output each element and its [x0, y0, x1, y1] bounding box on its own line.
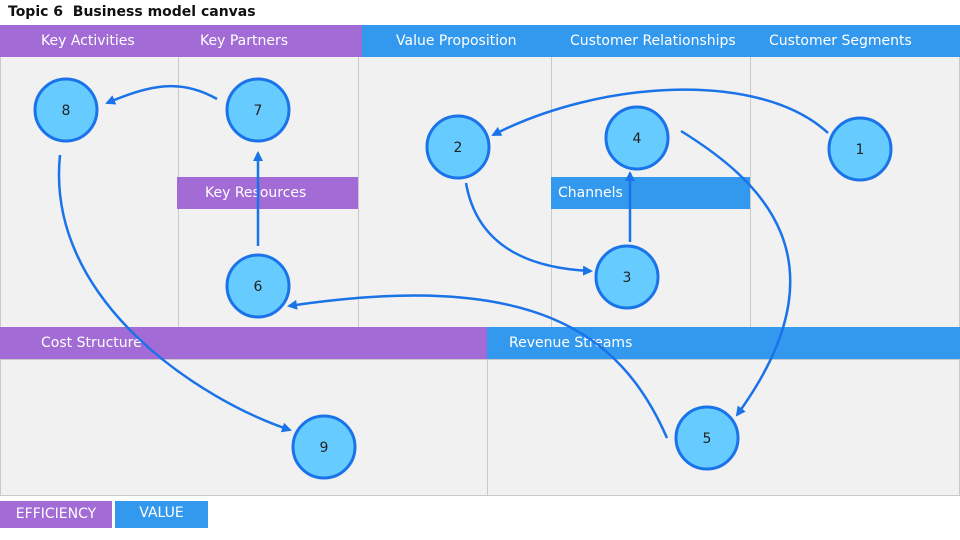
connectors	[57, 84, 829, 439]
key-partners-header: Key Partners	[200, 33, 289, 49]
node-5: 5	[674, 405, 740, 471]
node-4: 4	[604, 105, 670, 171]
legend-efficiency: EFFICIENCY	[0, 501, 112, 528]
node-2-label: 2	[454, 140, 463, 156]
node-3-label: 3	[623, 270, 632, 286]
node-8: 8	[33, 77, 99, 143]
node-8-label: 8	[62, 103, 71, 119]
top-header-value-band	[362, 25, 960, 57]
node-6: 6	[225, 253, 291, 319]
cost-structure-header: Cost Structure	[0, 327, 488, 359]
node-1: 1	[827, 116, 893, 182]
node-2: 2	[425, 114, 491, 180]
arrow-2-to-3	[464, 182, 593, 276]
page-title: Topic 6 Business model canvas	[8, 4, 256, 20]
revenue-streams-header: Revenue Streams	[487, 327, 960, 359]
customer-segments-header: Customer Segments	[769, 33, 912, 49]
node-3: 3	[594, 244, 660, 310]
top-header-efficiency-band	[0, 25, 362, 57]
value-proposition-cell	[358, 56, 552, 328]
node-4-label: 4	[633, 131, 642, 147]
arrow-4-to-5	[680, 129, 792, 417]
key-activities-header: Key Activities	[41, 33, 135, 49]
nodes: 1 2 3 4 5 6 7 8	[33, 77, 893, 480]
legend-value: VALUE	[115, 501, 208, 528]
node-5-label: 5	[703, 431, 712, 447]
node-7: 7	[225, 77, 291, 143]
node-1-label: 1	[856, 142, 865, 158]
node-7-label: 7	[254, 103, 263, 119]
channels-header: Channels	[551, 177, 750, 209]
value-proposition-header: Value Proposition	[396, 33, 517, 49]
arrow-5-to-6	[287, 294, 669, 439]
key-resources-header: Key Resources	[177, 177, 358, 209]
cost-structure-cell	[0, 359, 488, 496]
arrow-8-to-9	[57, 154, 292, 433]
node-9-label: 9	[320, 440, 329, 456]
arrow-7-to-8	[105, 84, 218, 105]
node-6-label: 6	[254, 279, 263, 295]
arrow-1-to-2	[491, 88, 829, 137]
customer-relationships-header: Customer Relationships	[570, 33, 736, 49]
node-9: 9	[291, 414, 357, 480]
